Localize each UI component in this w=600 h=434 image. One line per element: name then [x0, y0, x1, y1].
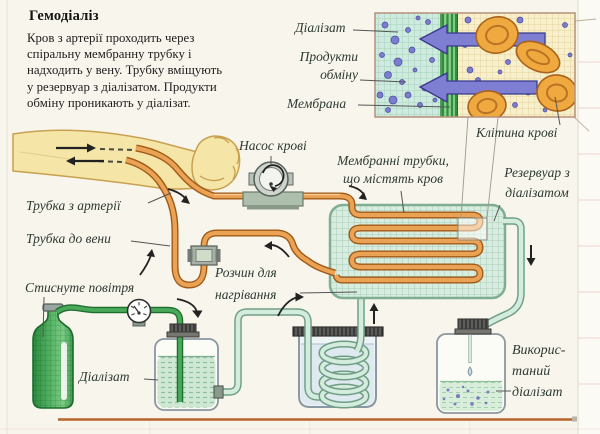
dialysate-jar: [154, 338, 224, 411]
blood-cells: [467, 16, 575, 117]
label-dialysate-jar: Діалізат: [79, 369, 130, 384]
label-artery-tube: Трубка з артерії: [26, 198, 121, 213]
label-inset-membrane: Мембрана: [287, 96, 347, 111]
label-compressed-air: Стиснуте повітря: [25, 280, 135, 295]
label-heating-solution: Розчин для нагрівання: [215, 265, 277, 302]
dialysate-jar-stopper: [166, 323, 200, 338]
description-line: Кров з артерії проходить через: [27, 31, 195, 45]
description: Кров з артерії проходить через спіральну…: [27, 30, 287, 111]
flow-arrows: [139, 185, 536, 324]
pressure-gauge: [126, 298, 152, 327]
needle-dashes: [89, 148, 137, 163]
label-used-dialysate: Викорис- таний діалізат: [512, 343, 566, 400]
dialysate-feed-tube: [218, 308, 324, 401]
tube-clamp: [187, 245, 221, 266]
compressed-air-cylinder: [32, 303, 74, 409]
description-line: обміну проникають у діалізат.: [27, 95, 191, 110]
label-inset-dialysate: Діалізат: [295, 20, 346, 35]
heating-coil: [318, 298, 370, 409]
used-dialysate-tube: [471, 217, 525, 336]
specks: [442, 385, 490, 406]
label-blood-pump: Насос крові: [239, 138, 307, 153]
label-reservoir: Резервуар з діалізатом: [504, 165, 570, 200]
description-line: надходить у вену. Трубку вміщують: [27, 63, 223, 78]
label-membrane-tubes: Мембранні трубки, що містять кров: [337, 153, 449, 186]
air-tube: [55, 304, 184, 402]
label-vein-tube: Трубка до вени: [26, 231, 111, 246]
label-inset-products: Продукти обміну: [299, 49, 358, 82]
arm-flow-arrows: [56, 143, 104, 166]
membrane-stripes: [441, 13, 458, 117]
leader-lines: [42, 29, 561, 392]
membrane-inset: [374, 12, 576, 118]
description-line: у резервуар з діалізатом. Продукти: [27, 79, 217, 94]
description-line: спіральну мембранну трубку і: [27, 47, 192, 62]
magnified-region-box: [457, 18, 597, 241]
blood-pump: [242, 161, 304, 210]
label-blood-cell: Клітина крові: [476, 125, 558, 140]
drip-drop: [467, 366, 473, 377]
page-title: Гемодіаліз: [29, 8, 99, 24]
used-dialysate-jar: [436, 318, 506, 414]
bottom-rule: [58, 416, 577, 422]
